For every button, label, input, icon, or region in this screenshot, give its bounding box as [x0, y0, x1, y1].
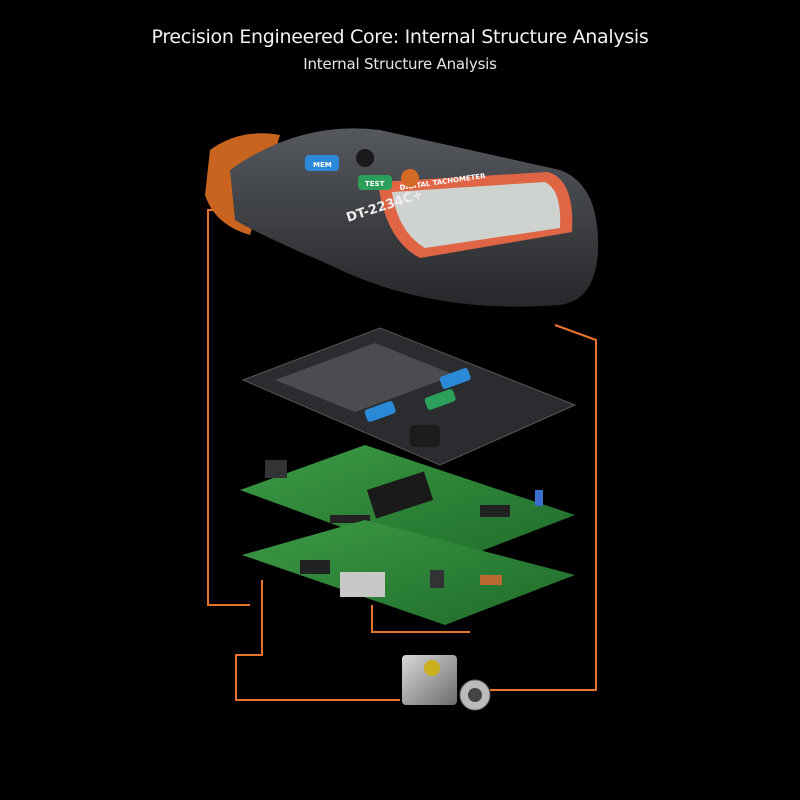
- tachometer-housing: DIGITAL TACHOMETER MEM TEST DT-2234C+: [205, 128, 599, 307]
- page-title: Precision Engineered Core: Internal Stru…: [151, 26, 649, 48]
- test-button-label: TEST: [365, 180, 385, 188]
- pcb-lower: [242, 520, 575, 625]
- pcb-upper: [240, 445, 575, 565]
- test-button[interactable]: [358, 175, 392, 190]
- black-knob: [356, 149, 374, 167]
- page-subtitle: Internal Structure Analysis: [303, 55, 497, 73]
- mem-button-label: MEM: [313, 161, 332, 169]
- front-panel-plate: [241, 327, 577, 466]
- mem-button[interactable]: [305, 155, 339, 171]
- sensor-module: [402, 655, 491, 711]
- orange-knob: [401, 169, 419, 187]
